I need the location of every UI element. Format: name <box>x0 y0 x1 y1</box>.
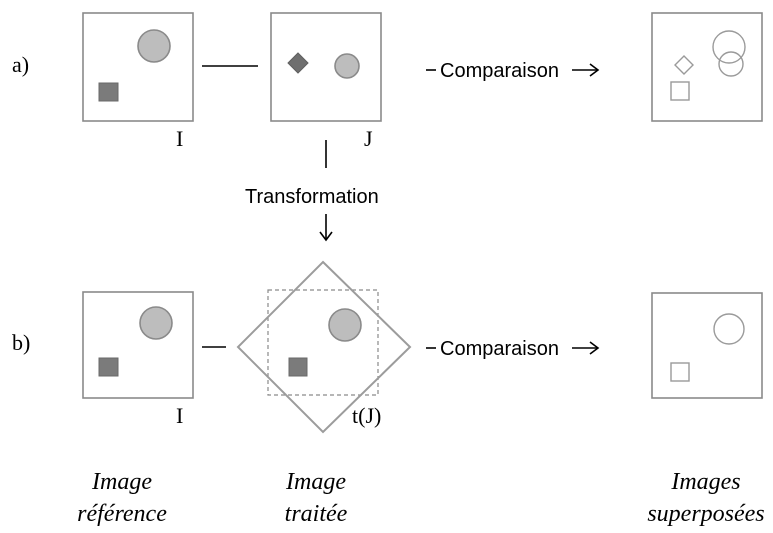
transformation-arrowhead-icon <box>319 231 333 242</box>
transformation-label: Transformation <box>245 186 379 208</box>
superposed-top-square <box>670 81 690 101</box>
row-label-b: b) <box>12 330 30 355</box>
image-tj-original-frame <box>267 289 379 396</box>
image-j-top-diamond <box>287 52 309 74</box>
caption-superposees-line1: Images <box>670 469 740 495</box>
image-tj-rotated-frame <box>236 260 412 434</box>
superposed-bottom-square <box>670 362 690 382</box>
row-label-a: a) <box>12 52 29 77</box>
comparaison-bottom-label: Comparaison <box>440 338 559 360</box>
image-i-top-label: I <box>176 126 183 151</box>
caption-superposees-line2: superposées <box>647 501 764 527</box>
image-superposed-top-frame <box>651 12 763 122</box>
image-j-top-circle <box>334 53 360 79</box>
comparaison-arrow-top: Comparaison <box>426 60 600 82</box>
comparaison-bottom-arrowhead-icon <box>589 341 600 355</box>
caption-reference: Image référence <box>77 469 167 527</box>
image-i-bottom-frame <box>82 291 194 399</box>
image-i-top-frame <box>82 12 194 122</box>
comparaison-arrow-bottom: Comparaison <box>426 338 600 360</box>
image-tj-square <box>288 357 308 377</box>
image-i-bottom-circle <box>139 306 173 340</box>
superposed-top-circle-1 <box>712 30 746 64</box>
image-superposed-top <box>651 12 763 122</box>
superposed-top-circle-2 <box>718 51 744 77</box>
image-i-bottom-square <box>98 357 119 377</box>
image-j-top-frame <box>270 12 382 122</box>
superposed-top-diamond <box>674 55 694 75</box>
image-j-top <box>270 12 382 122</box>
caption-reference-line2: référence <box>77 501 167 527</box>
caption-traitee-line1: Image <box>285 469 346 495</box>
image-i-top-circle <box>137 29 171 63</box>
image-i-top-square <box>98 82 119 102</box>
caption-traitee-line2: traitée <box>285 501 348 527</box>
image-superposed-bottom-frame <box>651 292 763 399</box>
caption-reference-line1: Image <box>91 469 152 495</box>
comparaison-top-arrowhead-icon <box>589 63 600 77</box>
image-tj-circle <box>328 308 362 342</box>
image-i-bottom <box>82 291 194 399</box>
image-j-top-label: J <box>364 126 373 151</box>
image-i-top <box>82 12 194 122</box>
superposed-bottom-circle <box>713 313 745 345</box>
image-i-bottom-label: I <box>176 403 183 428</box>
image-tj-label: t(J) <box>352 403 381 428</box>
image-superposed-bottom <box>651 292 763 399</box>
image-tj-bottom <box>236 260 412 434</box>
caption-traitee: Image traitée <box>285 469 348 527</box>
caption-superposees: Images superposées <box>647 469 764 527</box>
comparaison-top-label: Comparaison <box>440 60 559 82</box>
